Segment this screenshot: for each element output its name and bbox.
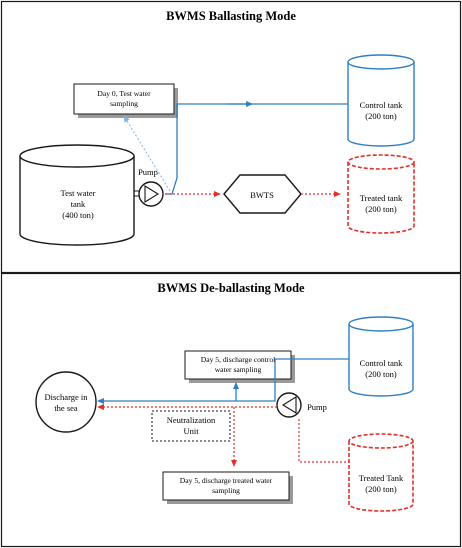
control-tank-label-2: (200 ton) <box>365 111 397 121</box>
ballasting-panel: BWMS Ballasting Mode Test water tank (40… <box>0 0 462 274</box>
deballast-treated-tank-label-2: (200 ton) <box>365 484 397 494</box>
deballasting-panel: BWMS De-ballasting Mode Discharge in the… <box>0 272 462 548</box>
sampling-arrow <box>123 115 171 192</box>
control-discharge-line <box>97 358 376 404</box>
deballast-control-tank-label-1: Control tank <box>360 358 403 368</box>
treated-sampling-box: Day 5, discharge treated water sampling <box>162 471 293 504</box>
treated-return-line <box>298 418 350 463</box>
treated-sampling-label-2: sampling <box>212 486 240 495</box>
control-tank: Control tank (200 ton) <box>347 54 415 147</box>
test-water-tank: Test water tank (400 ton) <box>19 144 135 246</box>
deballast-pump-icon <box>276 392 302 418</box>
deballast-control-tank-label-2: (200 ton) <box>365 369 397 379</box>
deballast-treated-tank: Treated Tank (200 ton) <box>348 433 414 512</box>
discharge-sea: Discharge in the sea <box>35 371 97 433</box>
deballast-pump-label: Pump <box>307 402 327 412</box>
pump-label: Pump <box>138 167 158 177</box>
control-sampling-label-2: water sampling <box>215 365 262 374</box>
neutralization-label-2: Unit <box>183 426 199 436</box>
deballast-treated-tank-label-1: Treated Tank <box>359 473 404 483</box>
control-sampling-label-1: Day 5, discharge control <box>201 355 276 364</box>
sampling-box: Day 0, Test water sampling <box>73 83 178 118</box>
neutralization-unit: Neutralization Unit <box>151 410 231 442</box>
test-tank-label-2: tank <box>71 199 86 209</box>
treated-tank-label-1: Treated tank <box>360 193 403 203</box>
neutralization-label-1: Neutralization <box>167 415 216 425</box>
treated-tank-label-2: (200 ton) <box>365 204 397 214</box>
treated-tank: Treated tank (200 ton) <box>347 154 415 234</box>
treated-sampling-label-1: Day 5, discharge treated water <box>180 476 273 485</box>
discharge-label-2: the sea <box>54 403 78 413</box>
discharge-label-1: Discharge in <box>44 392 88 402</box>
deballasting-panel-border <box>0 272 462 548</box>
test-tank-label-3: (400 ton) <box>62 210 94 220</box>
ballasting-panel-border <box>0 0 462 274</box>
test-tank-label-1: Test water <box>60 188 95 198</box>
deballast-control-tank: Control tank (200 ton) <box>348 316 414 397</box>
sampling-label-1: Day 0, Test water <box>97 89 151 98</box>
bwts-label: BWTS <box>250 190 274 200</box>
pump-icon <box>138 181 164 207</box>
deballasting-title: BWMS De-ballasting Mode <box>157 281 305 295</box>
ballasting-title: BWMS Ballasting Mode <box>166 9 296 23</box>
bwts-unit: BWTS <box>223 174 302 214</box>
control-tank-label-1: Control tank <box>360 100 403 110</box>
control-sampling-box: Day 5, discharge control water sampling <box>184 350 295 383</box>
sampling-label-2: sampling <box>110 99 138 108</box>
